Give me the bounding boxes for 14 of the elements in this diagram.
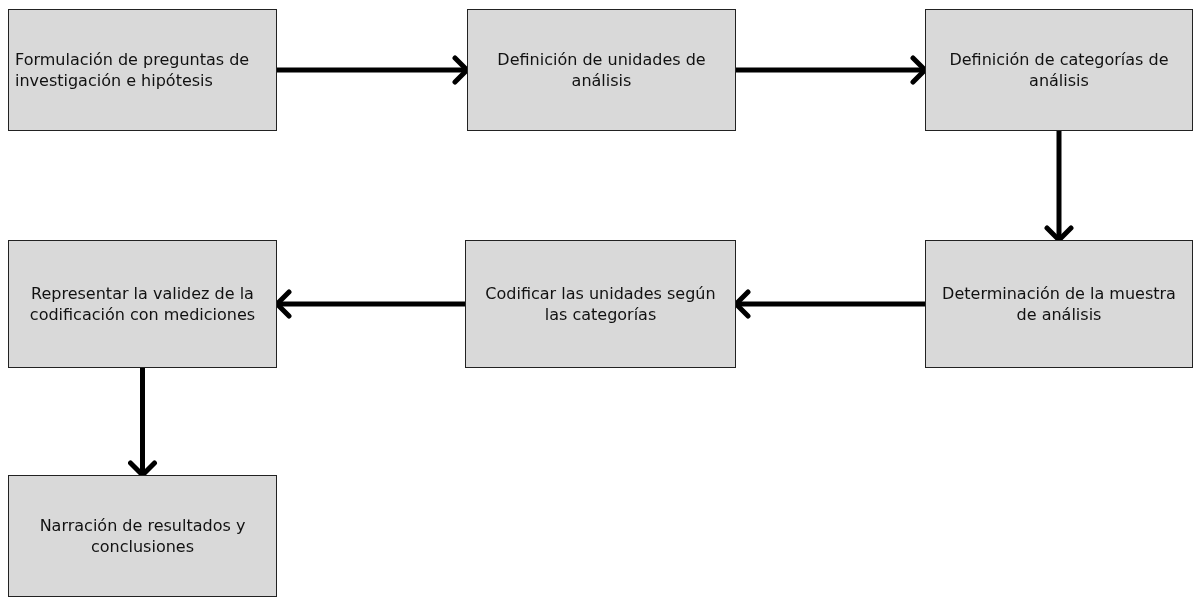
process-box <box>8 240 277 368</box>
step-text: Formulación de preguntas de investigación e hipótesis <box>15 49 251 91</box>
step-text: Definición de unidades de análisis <box>496 49 707 91</box>
process-box <box>467 9 736 131</box>
step-text: Definición de categorías de análisis <box>948 49 1170 91</box>
process-box <box>465 240 736 368</box>
process-box <box>8 9 277 131</box>
step-text: Narración de resultados y conclusiones <box>38 515 247 557</box>
process-box <box>925 9 1193 131</box>
step-text: Determinación de la muestra de análisis <box>941 283 1177 325</box>
step-text: Codificar las unidades según las categorías <box>484 283 717 325</box>
process-box <box>8 475 277 597</box>
step-text: Representar la validez de la codificación con mediciones <box>28 283 257 325</box>
process-box <box>925 240 1193 368</box>
